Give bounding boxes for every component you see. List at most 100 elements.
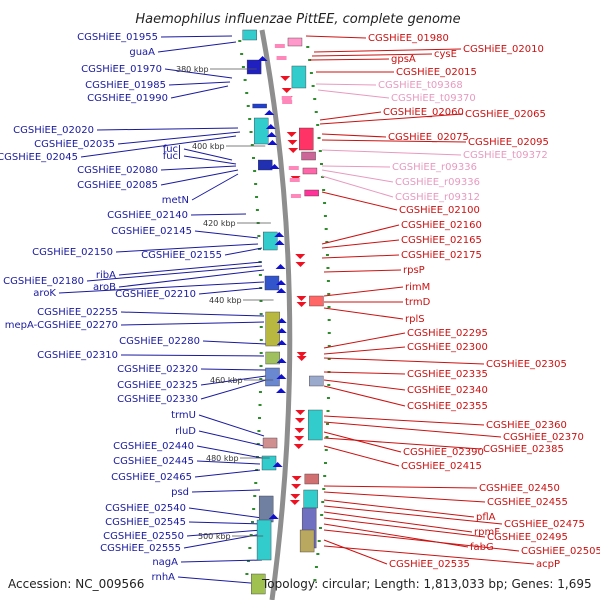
tick-mark [255, 209, 259, 211]
tick-mark [257, 248, 261, 250]
left-leader-line [180, 559, 263, 563]
tick-mark [259, 326, 263, 328]
forward-strand-arrow [276, 374, 287, 379]
left-gene-label: CGSHiEE_02445 [113, 456, 194, 467]
tick-mark [318, 527, 322, 529]
left-gene-label: CGSHiEE_01985 [85, 80, 166, 91]
tick-mark [259, 339, 263, 341]
right-gene-label: CGSHiEE_02095 [468, 137, 549, 148]
left-leader-line [96, 127, 239, 131]
reverse-gene-block [301, 151, 316, 161]
tick-mark [258, 404, 262, 406]
left-gene-label: mepA-CGSHiEE_02270 [5, 320, 118, 331]
accession-label: Accession: NC_009566 [8, 577, 144, 591]
right-gene-label: CGSHiEE_02075 [388, 132, 469, 143]
left-leader-line [120, 311, 265, 317]
forward-gene-block [265, 351, 280, 365]
left-leader-line [196, 460, 261, 465]
tick-mark [258, 417, 262, 419]
map-title: Haemophilus influenzae PittEE, complete … [135, 12, 460, 27]
left-gene-label: CGSHiEE_02085 [77, 180, 158, 191]
tick-mark [320, 514, 324, 516]
tick-mark [309, 72, 313, 74]
right-gene-label: CGSHiEE_r09336 [392, 162, 477, 173]
tick-mark [314, 111, 318, 113]
forward-gene-block [263, 231, 278, 251]
left-leader-line [194, 469, 261, 478]
tick-mark [258, 274, 262, 276]
reverse-strand-arrow [296, 352, 307, 357]
right-gene-label: CGSHiEE_t09370 [391, 93, 476, 104]
right-leader-line [321, 175, 394, 198]
right-gene-label: CGSHiEE_02390 [403, 447, 484, 458]
tick-mark [258, 391, 262, 393]
tick-mark [243, 79, 247, 81]
right-gene-label: CGSHiEE_02300 [407, 342, 488, 353]
left-gene-label: CGSHiEE_02035 [34, 139, 115, 150]
forward-gene-block [242, 29, 257, 41]
left-gene-label: rnhA [152, 572, 176, 583]
tick-mark [259, 365, 263, 367]
left-gene-label: CGSHiEE_01955 [77, 32, 158, 43]
forward-strand-arrow [276, 388, 287, 393]
forward-strand-arrow [276, 328, 287, 333]
scale-mark-label: 480 kbp [206, 454, 239, 463]
left-gene-label: CGSHiEE_02330 [117, 394, 198, 405]
left-gene-label: psd [171, 487, 189, 498]
tick-mark [257, 430, 261, 432]
reverse-strand-arrow [295, 254, 306, 259]
right-gene-label: CGSHiEE_02360 [486, 420, 567, 431]
tick-mark [249, 131, 253, 133]
right-gene-label: pflA [476, 512, 496, 523]
reverse-gene-block [291, 65, 307, 89]
tick-mark [316, 124, 320, 126]
left-gene-label: CGSHiEE_02555 [100, 543, 181, 554]
left-leader-line [198, 430, 265, 447]
right-leader-line [323, 269, 402, 273]
tick-mark [327, 306, 331, 308]
forward-strand-arrow [274, 240, 285, 245]
tick-mark [325, 241, 329, 243]
tick-mark [259, 300, 263, 302]
left-leader-line [190, 213, 247, 216]
left-leader-line [198, 287, 263, 295]
left-leader-line [191, 489, 261, 493]
rna-gene-marker [281, 96, 292, 100]
left-leader-lines [58, 35, 267, 585]
left-gene-label: CGSHiEE_02180 [3, 276, 84, 287]
scale-mark-label: 380 kbp [176, 65, 209, 74]
left-leader-line [117, 131, 241, 145]
reverse-strand-arrow [289, 500, 300, 505]
tick-mark [250, 521, 254, 523]
left-leader-line [160, 165, 237, 171]
tick-mark [326, 267, 330, 269]
right-gene-label: rplS [405, 314, 425, 325]
tick-mark [326, 280, 330, 282]
forward-gene-block [262, 437, 278, 449]
left-leader-line [157, 41, 237, 53]
right-gene-label: CGSHiEE_02305 [486, 359, 567, 370]
tick-mark [313, 579, 317, 581]
forward-gene-block [265, 311, 280, 347]
right-leader-lines [305, 35, 535, 565]
right-gene-label: CGSHiEE_02165 [401, 235, 482, 246]
tick-mark [327, 332, 331, 334]
tick-mark [255, 196, 259, 198]
left-gene-label: CGSHiEE_02320 [117, 364, 198, 375]
left-gene-label: CGSHiEE_02150 [32, 247, 113, 258]
left-leader-line [224, 247, 263, 256]
right-gene-label: trmD [405, 297, 431, 308]
right-gene-label: CGSHiEE_02295 [407, 328, 488, 339]
right-gene-label: cysE [434, 49, 457, 60]
reverse-strand-arrow [294, 418, 305, 423]
tick-mark [318, 150, 322, 152]
tick-mark [254, 482, 258, 484]
forward-gene-block [251, 573, 266, 595]
left-leader-line [191, 173, 239, 201]
right-leader-line [323, 332, 406, 349]
tick-mark [327, 358, 331, 360]
left-gene-label: metN [162, 195, 189, 206]
tick-mark [317, 540, 321, 542]
